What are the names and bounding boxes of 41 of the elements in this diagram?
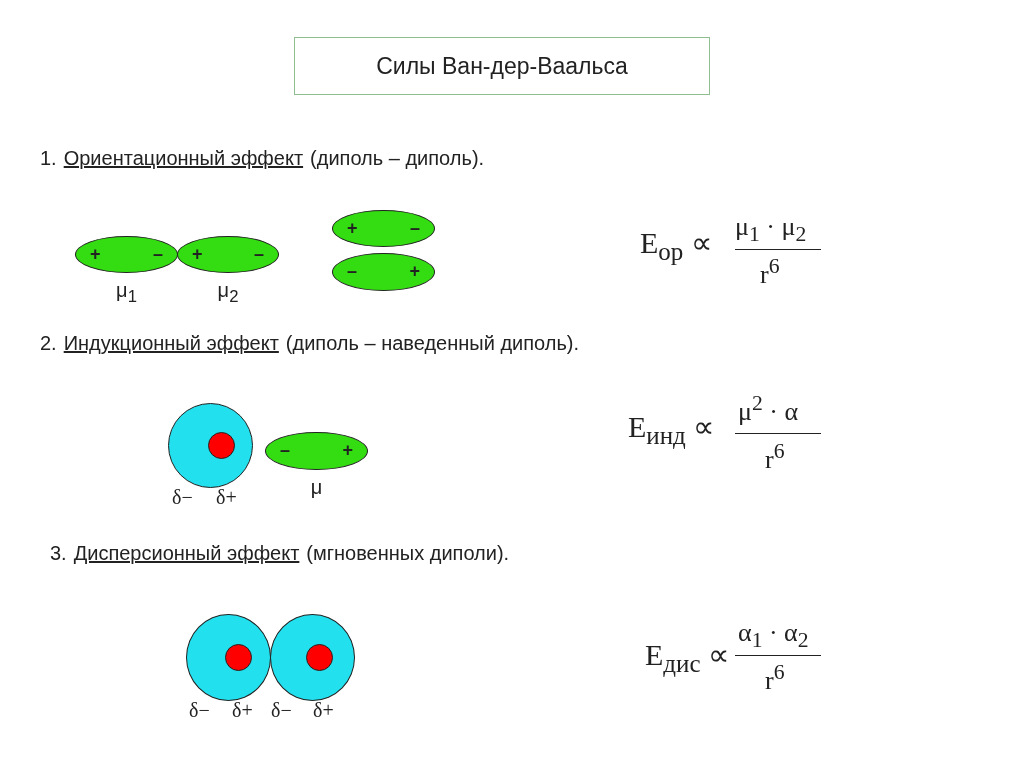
charge-sign: + <box>347 218 358 237</box>
formula-denominator: r$^{6}$ <box>765 441 785 473</box>
dipole-moment-label: μ <box>309 476 324 499</box>
dipole-moment-label: μ$_{1}$ <box>115 279 138 307</box>
heading-term: Дисперсионный эффект <box>73 542 300 565</box>
charge-sign: – <box>410 218 420 237</box>
formula-denominator: r$^{6}$ <box>760 256 780 288</box>
charge-sign: + <box>342 441 353 459</box>
charge-label: δ+ <box>232 700 253 720</box>
charge-label: δ− <box>189 700 210 720</box>
heading-number: 3. <box>50 542 67 565</box>
charge-label: δ+ <box>313 700 334 720</box>
nucleus-dot <box>225 644 252 671</box>
charge-label: δ− <box>172 487 193 507</box>
nucleus-dot <box>208 432 235 459</box>
charge-label: δ+ <box>216 487 237 507</box>
charge-sign: – <box>347 262 357 280</box>
heading-note: (диполь – наведенный диполь). <box>285 332 580 355</box>
heading-number: 1. <box>40 147 57 170</box>
charge-sign: + <box>90 244 101 263</box>
heading-number: 2. <box>40 332 57 355</box>
dipole-moment-label: μ$_{2}$ <box>216 279 240 307</box>
heading-term: Ориентационный эффект <box>63 147 304 170</box>
formula-numerator: α$_{1}$ · α$_{2}$ <box>738 620 809 652</box>
charge-sign: + <box>192 244 203 263</box>
nucleus-dot <box>306 644 333 671</box>
heading-note: (диполь – диполь). <box>310 147 485 170</box>
title-box: Силы Ван-дер-Ваальса <box>294 37 710 95</box>
energy-symbol: E$_{инд}$ ∝ <box>628 412 715 448</box>
charge-sign: – <box>153 244 163 263</box>
formula-denominator: r$^{6}$ <box>765 662 785 694</box>
heading-note: (мгновенных диполи). <box>306 542 510 565</box>
charge-sign: – <box>280 441 290 459</box>
formula-numerator: μ$_{1}$ · μ$_{2}$ <box>735 214 807 246</box>
charge-sign: + <box>409 262 420 280</box>
heading-term: Индукционный эффект <box>63 332 279 355</box>
charge-label: δ− <box>271 700 292 720</box>
energy-symbol: E$_{дис}$ ∝ <box>645 640 730 676</box>
energy-symbol: E$_{ор}$ ∝ <box>640 228 712 264</box>
charge-sign: – <box>254 244 264 263</box>
formula-numerator: μ$^{2}$ · α <box>738 393 799 425</box>
